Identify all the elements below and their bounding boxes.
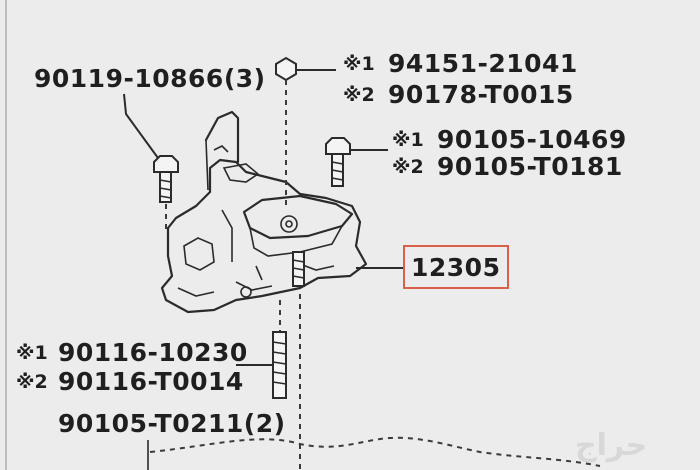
label-stud-2: 90116-T0014 xyxy=(58,367,244,396)
label-bolt-right-2: 90105-T0181 xyxy=(437,152,623,181)
top-nut xyxy=(275,56,336,210)
label-bolt-top-left: 90119-10866(3) xyxy=(34,64,266,93)
bottom-stud xyxy=(236,294,301,470)
top-left-bolt xyxy=(123,93,179,230)
label-bolt-right-1: 90105-10469 xyxy=(437,125,627,154)
center-stud xyxy=(292,251,404,287)
marker-1-top: ※1 xyxy=(343,53,375,75)
watermark-logo: حراج xyxy=(575,428,647,463)
label-stud-1: 90116-10230 xyxy=(58,338,248,367)
marker-2-top: ※2 xyxy=(343,84,375,106)
engine-mount-drawing xyxy=(160,110,368,314)
label-nut-top-2: 90178-T0015 xyxy=(388,80,574,109)
label-assembly: 12305 xyxy=(411,253,500,282)
marker-2-stud: ※2 xyxy=(16,371,48,393)
label-bolt-bottom: 90105-T0211(2) xyxy=(58,409,286,438)
marker-1-stud: ※1 xyxy=(16,342,48,364)
marker-2-right: ※2 xyxy=(392,156,424,178)
label-nut-top-1: 94151-21041 xyxy=(388,49,578,78)
right-bolt xyxy=(325,137,388,187)
bottom-frame-line xyxy=(147,436,601,470)
marker-1-right: ※1 xyxy=(392,129,424,151)
assembly-highlight-box xyxy=(403,245,509,289)
